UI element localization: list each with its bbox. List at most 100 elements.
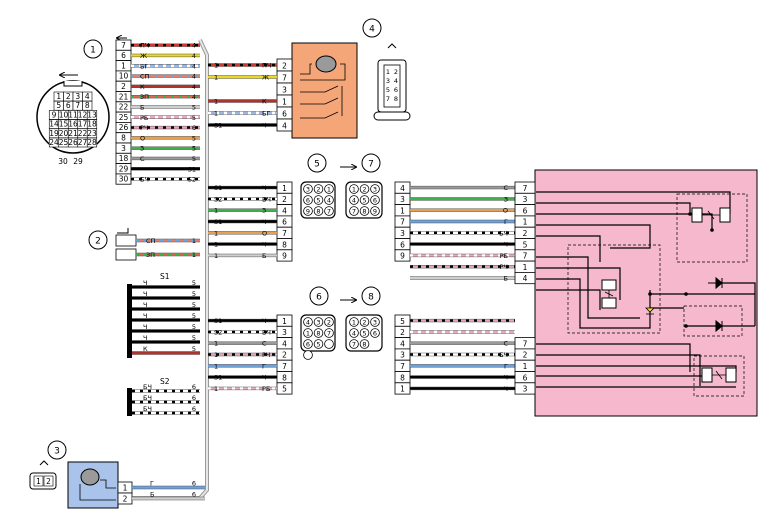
socket-pin-label: 8 (362, 340, 366, 348)
pin-number: 2 (523, 229, 528, 238)
mirror-motor-icon (601, 279, 617, 309)
wire-src-label: S1 (214, 317, 222, 325)
wire-label: Ч (143, 301, 147, 309)
callout-8-label: 8 (368, 293, 374, 303)
pin-number: 7 (282, 74, 287, 83)
socket-pin-label: 4 (327, 196, 331, 204)
pin-number: 1 (400, 385, 405, 394)
wire-label: Ч (504, 385, 508, 393)
callout-2 (88, 230, 108, 250)
wire-src-label: S1 (214, 122, 222, 130)
wire-src-label: 1 (214, 362, 218, 370)
pin-number: 2 (400, 328, 405, 337)
socket-pin-label: 4 (85, 92, 90, 101)
socket-pin-label: 5 (386, 86, 390, 94)
wire-label: БЧ (262, 195, 271, 203)
wire-src-label: 1 (214, 207, 218, 215)
socket-pin (303, 206, 313, 216)
wire-label: ПЧ (140, 42, 149, 50)
socket-pin-label: 2 (327, 318, 331, 326)
pin-number: 4 (400, 184, 405, 193)
pin-number: 3 (523, 195, 528, 204)
pin-number: 1 (282, 98, 287, 107)
socket-pin-label: 8 (85, 101, 90, 110)
pin-number: 3 (282, 86, 287, 95)
wire-end-label: 4 (192, 73, 196, 81)
switch-icon (300, 85, 343, 119)
pin-number: 4 (400, 339, 405, 348)
wire-src-label: 1 (214, 385, 218, 393)
wire-label: РЧ (262, 351, 270, 359)
wire-label: РЧ (500, 263, 508, 271)
wire-label: ПЧ (262, 62, 271, 70)
pin-number: 4 (282, 339, 287, 348)
callout-6-label: 6 (316, 293, 322, 303)
socket-pin-label: 2 (362, 185, 366, 193)
pin-number: 3 (400, 351, 405, 360)
wire-end-label: 5 (192, 312, 196, 320)
pin-number: 3 (400, 195, 405, 204)
plug-icon (387, 43, 397, 49)
socket-pin-label: 7 (386, 95, 390, 103)
pin-number: 2 (121, 82, 126, 91)
pin-number: 1 (121, 61, 126, 70)
wire-label: БЧ (143, 405, 152, 413)
pin-number: 8 (400, 373, 405, 382)
socket-pin-label: 8 (316, 329, 320, 337)
socket-pin (349, 184, 359, 194)
socket-pin-label: 7 (75, 101, 80, 110)
socket-pin-label: 15 (59, 120, 69, 129)
wire-end-label: 5 (192, 155, 196, 163)
wire-src-label: S2 (214, 195, 222, 203)
socket-pin (370, 206, 380, 216)
socket-pin (349, 195, 359, 205)
wire-label: Г (150, 480, 154, 488)
wire-label: К (140, 83, 145, 91)
pin-number: 18 (119, 154, 129, 163)
callout-7-label: 7 (368, 160, 374, 170)
pin-number: 6 (523, 206, 528, 215)
socket-pin (313, 339, 324, 349)
socket-pin (324, 184, 334, 194)
pin-number: 4 (282, 122, 287, 131)
socket-pin (313, 317, 324, 327)
heater-icon (645, 307, 655, 315)
socket-pin-label: 4 (352, 196, 356, 204)
socket-pin (370, 195, 380, 205)
socket-pin (359, 206, 370, 216)
wire-label: Ч (262, 317, 266, 325)
socket-pin-label: 5 (362, 329, 366, 337)
socket-pin-label: 1 (327, 185, 331, 193)
wire-label: ЗП (146, 251, 155, 259)
pin-number: 26 (119, 123, 129, 132)
plug-icon (39, 460, 49, 466)
socket-pin-label: 3 (373, 185, 377, 193)
socket-pin-label: 7 (352, 207, 356, 215)
callout-5-label: 5 (314, 160, 320, 170)
pin-number: 1 (123, 484, 128, 493)
socket-pin-label: 3 (373, 318, 377, 326)
socket-pin (370, 317, 380, 327)
wire-label: Ч (262, 218, 266, 226)
pin-number: 6 (121, 51, 126, 60)
pin-number: 3 (282, 328, 287, 337)
pin-number: 3 (121, 144, 126, 153)
wire-end-label: 6 (192, 394, 196, 402)
wire-label: БЧ (140, 176, 149, 184)
wire-label: СП (140, 73, 150, 81)
socket-pin-label: 9 (373, 207, 377, 215)
wire-end-label: 1 (192, 251, 196, 259)
socket-pin-label: 1 (386, 68, 390, 76)
pin-number: 29 (119, 164, 129, 173)
socket-pin-label: 7 (352, 340, 356, 348)
pin-number: 9 (282, 252, 287, 261)
socket-pin-label: 2 (394, 68, 398, 76)
wire-label: Ч (143, 290, 147, 298)
wire-label: БЧ (143, 394, 152, 402)
